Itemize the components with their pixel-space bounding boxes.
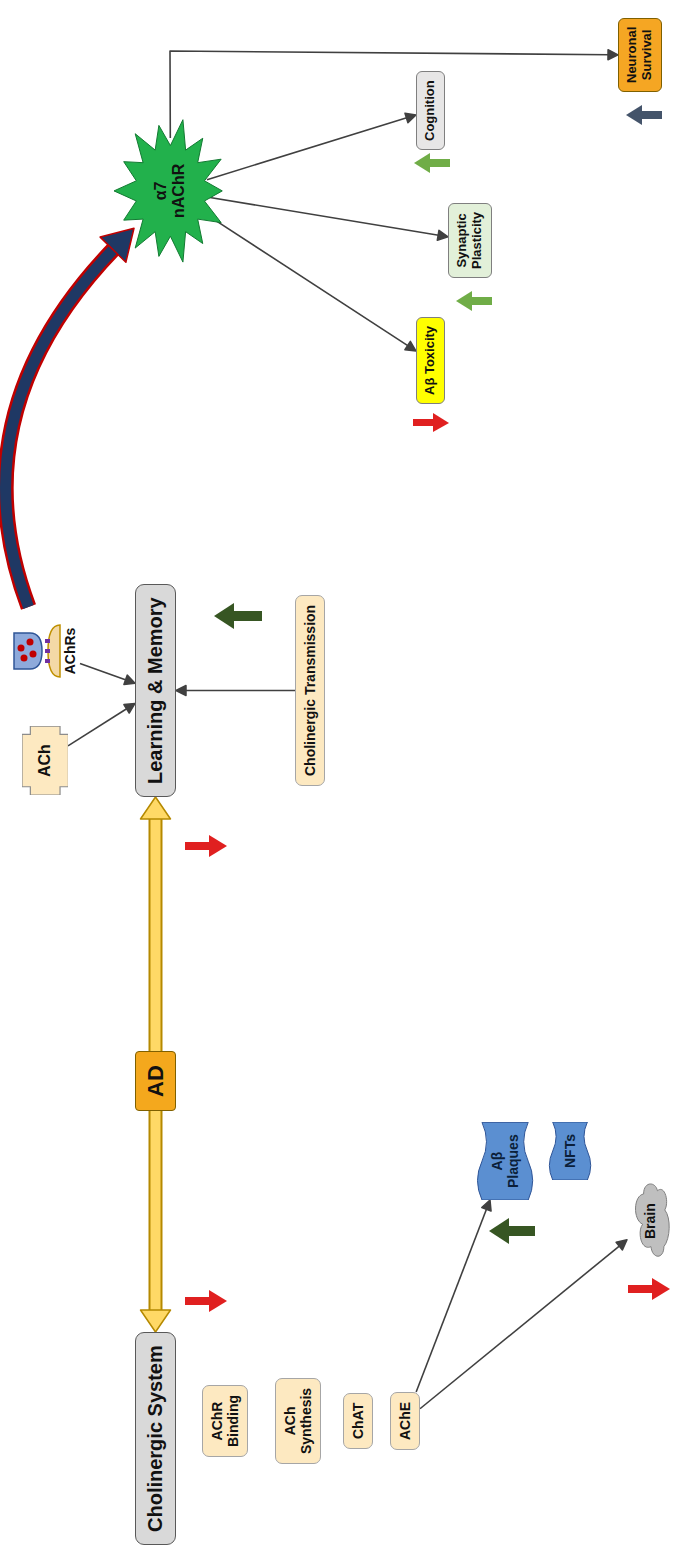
outcome-box: Neuronal Survival [618, 18, 662, 92]
increase-arrow [414, 153, 450, 173]
synapse-icon [12, 611, 62, 691]
node-label: Brain [642, 1203, 658, 1239]
connector-arrow [420, 1240, 627, 1409]
increase-arrow [214, 603, 262, 629]
decrease-arrow [413, 413, 449, 432]
receptor-star: α7 nAChR [114, 118, 227, 264]
node-label: Neuronal Survival [625, 27, 655, 83]
node-label: Cognition [423, 80, 438, 141]
receptor-icon: AChRs [10, 607, 80, 695]
process-box: Cholinergic Transmission [295, 595, 325, 786]
node-label: AChRs [62, 611, 78, 691]
node-label: AChE [397, 1402, 413, 1440]
connector-arrow [207, 113, 416, 180]
outcome-box: Aβ Toxicity [416, 317, 445, 404]
node-label: Learning & Memory [144, 597, 167, 784]
ligand-box: ACh [22, 726, 68, 795]
node-label: AChR Binding [209, 1395, 241, 1447]
connector-arrow [176, 686, 295, 696]
component-box: AChR Binding [202, 1385, 248, 1457]
connector-arrow [170, 50, 618, 138]
system-box: Cholinergic System [135, 1332, 176, 1545]
node-label: Cholinergic Transmission [302, 605, 318, 776]
connector-arrow [207, 215, 416, 351]
node-label: Synaptic Plasticity [455, 212, 485, 269]
node-label: Aβ Toxicity [423, 326, 438, 395]
node-label: ACh Synthesis [282, 1388, 314, 1454]
node-label: NFTs [562, 1134, 578, 1168]
function-box: Learning & Memory [135, 584, 176, 797]
increase-arrow [489, 1218, 535, 1244]
component-box: ACh Synthesis [275, 1378, 321, 1464]
disease-box: AD [135, 1051, 176, 1111]
connector-arrow [141, 1111, 171, 1332]
pathology-banner: NFTs [546, 1122, 594, 1180]
node-label: AD [143, 1065, 168, 1097]
connector-arrow [141, 797, 171, 1051]
increase-arrow [626, 105, 662, 125]
node-label: Aβ Plaques [489, 1134, 521, 1188]
decrease-arrow [185, 835, 227, 857]
outcome-box: Synaptic Plasticity [448, 203, 492, 278]
decrease-arrow [628, 1278, 670, 1300]
connector-arrow [80, 664, 135, 685]
component-box: ChAT [343, 1393, 373, 1449]
enzyme-box: AChE [390, 1392, 420, 1450]
connector-arrow [416, 1200, 491, 1392]
connector-arrow [68, 703, 135, 745]
decrease-arrow [185, 1290, 227, 1312]
node-label: ChAT [350, 1403, 366, 1439]
node-label: ACh [36, 744, 54, 777]
outcome-box: Cognition [416, 71, 445, 150]
connector-arrow [207, 197, 448, 240]
node-label: Cholinergic System [144, 1345, 167, 1532]
brain-cloud: Brain [627, 1181, 673, 1261]
increase-arrow [456, 291, 492, 311]
pathology-banner: Aβ Plaques [473, 1122, 537, 1200]
connector-arrow [6, 228, 134, 607]
node-label: α7 nAChR [152, 164, 189, 218]
